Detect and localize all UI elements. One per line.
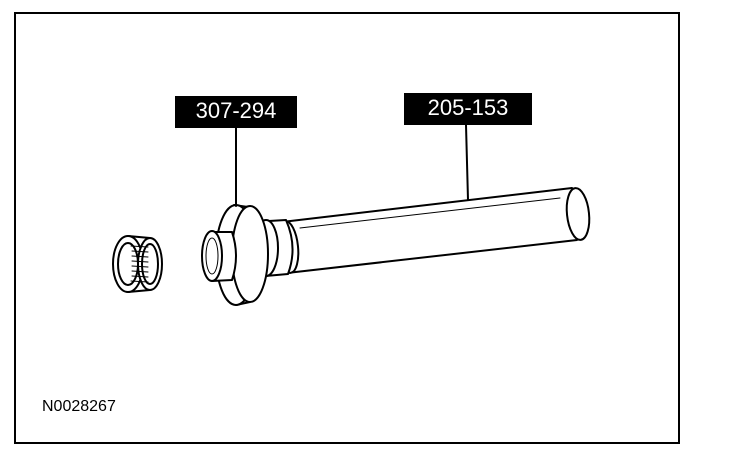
callout-205-153: 205-153 <box>404 93 532 125</box>
leader-205-153 <box>465 124 469 201</box>
callout-307-294: 307-294 <box>175 96 297 128</box>
illustration-frame <box>14 12 680 444</box>
figure-number: N0028267 <box>42 398 116 415</box>
needle-bearing <box>112 235 163 293</box>
installer-tool <box>201 204 294 306</box>
handle-tube <box>276 187 591 274</box>
